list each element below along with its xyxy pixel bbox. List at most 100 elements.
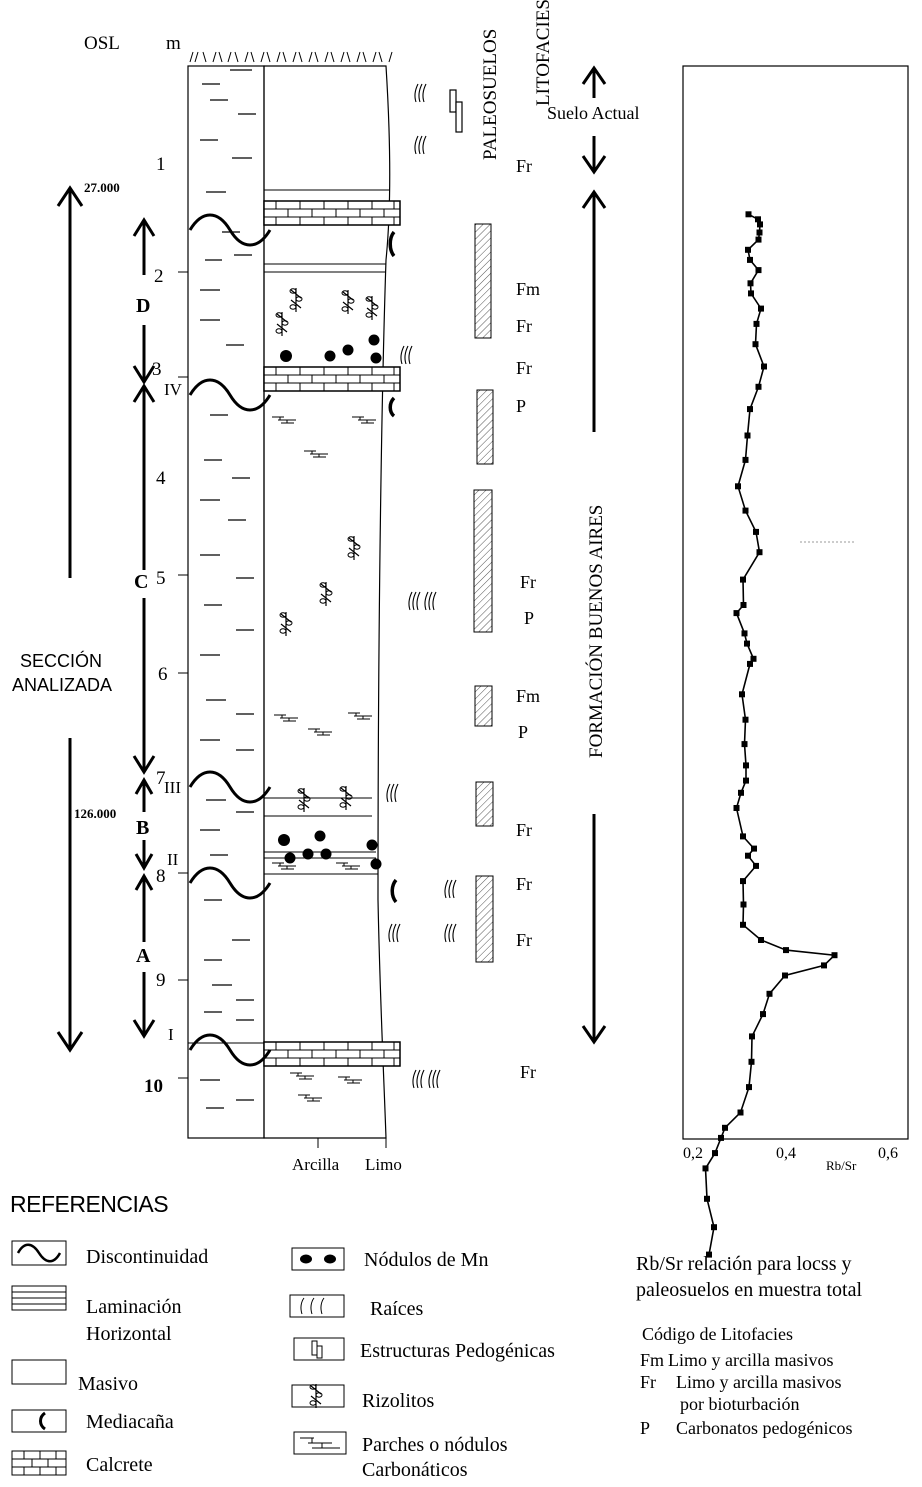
depth-label: 9 bbox=[156, 970, 166, 991]
layer-lines bbox=[188, 189, 390, 1044]
rbsr-point-34 bbox=[738, 789, 744, 796]
rbsr-point-13 bbox=[761, 363, 767, 370]
ref-laminacion: Horizontal bbox=[86, 1323, 172, 1345]
calcrete-band bbox=[263, 366, 401, 392]
facies-code: Fr bbox=[516, 820, 532, 840]
rbsr-chart-frame bbox=[682, 65, 909, 1140]
age-label-bottom: 126.000 bbox=[74, 806, 116, 821]
rbsr-point-17 bbox=[742, 456, 749, 463]
lithology-column-outline bbox=[263, 65, 391, 1139]
rbsr-point-26 bbox=[744, 640, 750, 647]
rbsr-point-56 bbox=[712, 1150, 718, 1157]
pedogenic-structure bbox=[449, 89, 463, 133]
facies-code: Fr bbox=[520, 572, 536, 592]
facies-code: Fr bbox=[516, 156, 532, 176]
facies-code: P bbox=[516, 396, 526, 416]
rbsr-point-49 bbox=[760, 1011, 766, 1018]
ref-nodulos-mn: Nódulos de Mn bbox=[364, 1249, 488, 1271]
rbsr-point-36 bbox=[740, 833, 746, 840]
section-arrows bbox=[56, 185, 84, 1053]
roots-icon bbox=[289, 1294, 345, 1318]
limo-label: Limo bbox=[365, 1155, 402, 1174]
discontinuity-wave bbox=[188, 213, 272, 247]
meter-header: m bbox=[166, 33, 181, 54]
mn-nodules bbox=[278, 334, 382, 870]
rbsr-point-58 bbox=[704, 1195, 710, 1202]
rbsr-point-3 bbox=[756, 229, 763, 236]
rbsr-point-19 bbox=[742, 507, 749, 514]
depth-label: 1 bbox=[156, 154, 166, 175]
rizolitos-icon bbox=[291, 1383, 345, 1409]
facies-code: Fr bbox=[516, 358, 532, 378]
rbsr-plot bbox=[702, 211, 838, 1258]
osl-header: OSL bbox=[84, 33, 120, 54]
ref-raices: Raíces bbox=[370, 1298, 424, 1320]
rbsr-point-8 bbox=[747, 280, 754, 287]
age-label-top: 27.000 bbox=[84, 180, 120, 195]
rbsr-point-38 bbox=[745, 852, 751, 859]
x-tick-label: 0,4 bbox=[776, 1145, 796, 1162]
rbsr-point-16 bbox=[744, 432, 751, 439]
discontinuity-label: III bbox=[164, 778, 181, 797]
facies-code: Fm bbox=[516, 686, 540, 706]
code-p-text: Carbonatos pedogénicos bbox=[676, 1418, 852, 1438]
rbsr-point-40 bbox=[740, 878, 746, 885]
discontinuity-wave bbox=[188, 1033, 272, 1067]
mn-nodules-icon bbox=[291, 1247, 345, 1271]
calcrete-band bbox=[263, 200, 401, 226]
x-axis-label: Rb/Sr bbox=[826, 1158, 857, 1173]
discontinuity-wave bbox=[188, 770, 272, 804]
rbsr-point-1 bbox=[755, 216, 761, 223]
code-fr-text: por bioturbación bbox=[680, 1394, 799, 1414]
ref-parches: Carbonáticos bbox=[362, 1459, 468, 1481]
rbsr-point-39 bbox=[753, 862, 759, 869]
rbsr-point-42 bbox=[740, 921, 746, 928]
code-fm-text: Limo y arcilla masivos bbox=[668, 1350, 833, 1370]
rbsr-point-57 bbox=[702, 1165, 709, 1172]
facies-code: Fr bbox=[516, 930, 532, 950]
section-label: ANALIZADA bbox=[12, 675, 112, 695]
rbsr-point-4 bbox=[755, 236, 762, 243]
rbsr-point-47 bbox=[782, 972, 788, 979]
rbsr-point-37 bbox=[751, 845, 757, 852]
rbsr-point-0 bbox=[745, 211, 752, 218]
rbsr-note: paleosuelos en muestra total bbox=[636, 1279, 862, 1301]
rbsr-point-28 bbox=[747, 660, 753, 667]
code-fr: Fr bbox=[640, 1372, 656, 1392]
depth-column bbox=[187, 65, 265, 1139]
rbsr-point-33 bbox=[743, 777, 749, 784]
rbsr-point-50 bbox=[749, 1033, 755, 1040]
rbsr-series-line bbox=[704, 213, 837, 1255]
code-p: P bbox=[640, 1418, 650, 1438]
code-fm: Fm bbox=[640, 1350, 664, 1370]
depth-label: 3 bbox=[152, 359, 162, 380]
depth-ticks bbox=[178, 271, 188, 1079]
lamination-dashes bbox=[200, 69, 256, 1109]
rbsr-point-27 bbox=[750, 655, 757, 662]
code-fr-text: Limo y arcilla masivos bbox=[676, 1372, 841, 1392]
codes-title: Código de Litofacies bbox=[642, 1324, 793, 1344]
unit-label: A bbox=[136, 945, 151, 967]
x-tick-label: 0,2 bbox=[683, 1145, 703, 1162]
roots-marks bbox=[386, 83, 457, 1089]
facies-code: P bbox=[518, 722, 528, 742]
discontinuity-label: I bbox=[168, 1025, 174, 1044]
discontinuity-symbol bbox=[11, 1240, 67, 1266]
rbsr-point-6 bbox=[747, 256, 753, 263]
mediacana-marks bbox=[388, 230, 398, 904]
discontinuity-icon bbox=[16, 1243, 62, 1263]
rbsr-point-7 bbox=[755, 267, 762, 274]
rbsr-point-60 bbox=[706, 1251, 712, 1258]
ref-laminacion: Laminación bbox=[86, 1296, 182, 1318]
rbsr-point-12 bbox=[752, 341, 759, 348]
discontinuity-label: II bbox=[167, 850, 179, 869]
x-tick-label: 0,6 bbox=[878, 1145, 898, 1162]
rbsr-point-35 bbox=[733, 805, 740, 811]
rbsr-point-23 bbox=[740, 602, 747, 608]
facies-code: Fr bbox=[516, 316, 532, 336]
masivo-icon bbox=[11, 1359, 67, 1385]
rbsr-point-14 bbox=[755, 383, 762, 390]
discontinuity-wave bbox=[188, 378, 272, 412]
calcrete-band bbox=[263, 1041, 401, 1067]
